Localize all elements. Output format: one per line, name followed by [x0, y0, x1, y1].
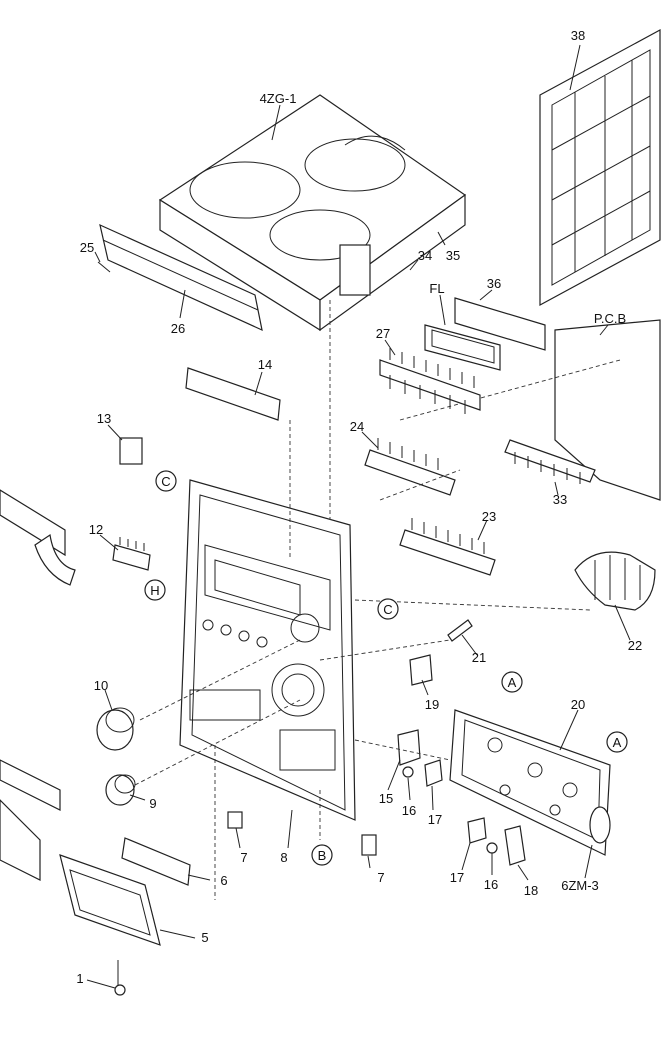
clip-25: [97, 261, 111, 273]
part-18: [504, 825, 526, 866]
rear-panel-38: [539, 28, 661, 307]
label-33: 33: [553, 492, 567, 507]
part-22: [574, 551, 656, 611]
knob-10: [96, 707, 135, 751]
label-22: 22: [628, 638, 642, 653]
label-23: 23: [482, 509, 496, 524]
spring-16a: [402, 766, 414, 778]
ref-c1-text: C: [161, 474, 170, 489]
connector-23: [399, 518, 496, 576]
clip-7a: [227, 811, 243, 829]
label-24: 24: [350, 419, 364, 434]
main-pcb: [399, 319, 661, 501]
part-6: [121, 837, 191, 886]
connector-27: [379, 348, 481, 414]
part-17b: [467, 817, 487, 844]
cassette-mech-6zm3: [449, 709, 611, 856]
label-13: 13: [97, 411, 111, 426]
label-25: 25: [80, 240, 94, 255]
label-pcb: P.C.B: [594, 311, 626, 326]
left-bracket: [0, 489, 76, 586]
connector-24: [364, 438, 456, 496]
part-21: [447, 619, 473, 642]
alignment-lines: [134, 300, 591, 900]
knob-9: [105, 774, 136, 806]
connector-33: [504, 439, 596, 484]
label-27: 27: [376, 326, 390, 341]
display-fl: [424, 324, 501, 371]
part-12: [112, 537, 151, 571]
part-19: [409, 654, 433, 686]
label-16a: 16: [402, 803, 416, 818]
label-21: 21: [472, 650, 486, 665]
ref-h-text: H: [150, 583, 159, 598]
label-35: 35: [446, 248, 460, 263]
ref-c2-text: C: [383, 602, 392, 617]
ref-b-text: B: [318, 848, 327, 863]
spring-1: [114, 960, 126, 996]
label-7a: 7: [240, 850, 247, 865]
left-mechanism: [0, 759, 61, 881]
label-fl: FL: [429, 281, 444, 296]
label-17a: 17: [428, 812, 442, 827]
label-20: 20: [571, 697, 585, 712]
leader-lines: [86, 44, 631, 989]
ref-circle-b: B: [311, 844, 333, 866]
label-26: 26: [171, 321, 185, 336]
clip-7b: [361, 834, 377, 856]
ref-circle-a1: A: [501, 671, 523, 693]
part-labels: 38 4ZG-1 25 26 34 35 FL 36 P.C.B 27 14 1…: [76, 28, 642, 986]
part-14: [185, 367, 281, 421]
holder-36: [454, 297, 546, 351]
label-18: 18: [524, 883, 538, 898]
label-38: 38: [571, 28, 585, 43]
label-17b: 17: [450, 870, 464, 885]
ref-circle-h: H: [144, 579, 166, 601]
ref-a2-text: A: [613, 735, 622, 750]
door-5: [59, 854, 161, 946]
label-10: 10: [94, 678, 108, 693]
label-4zg1: 4ZG-1: [260, 91, 297, 106]
label-12: 12: [89, 522, 103, 537]
cd-changer-4zg1: [158, 94, 467, 332]
part-17a: [424, 759, 443, 787]
label-19: 19: [425, 697, 439, 712]
part-15: [397, 729, 421, 766]
label-16b: 16: [484, 877, 498, 892]
label-36: 36: [487, 276, 501, 291]
ref-circle-a2: A: [606, 731, 628, 753]
spring-16b: [486, 842, 498, 854]
label-1: 1: [76, 971, 83, 986]
ref-a1-text: A: [508, 675, 517, 690]
part-13: [119, 437, 143, 465]
label-14: 14: [258, 357, 272, 372]
label-5: 5: [201, 930, 208, 945]
ref-circle-c2: C: [377, 598, 399, 620]
label-34: 34: [418, 248, 432, 263]
label-9: 9: [149, 796, 156, 811]
front-panel: [179, 479, 356, 821]
label-7b: 7: [377, 870, 384, 885]
label-8: 8: [280, 850, 287, 865]
label-6zm3: 6ZM-3: [561, 878, 599, 893]
strip-26: [99, 223, 263, 332]
ref-circle-c1: C: [155, 470, 177, 492]
label-6: 6: [220, 873, 227, 888]
label-15: 15: [379, 791, 393, 806]
